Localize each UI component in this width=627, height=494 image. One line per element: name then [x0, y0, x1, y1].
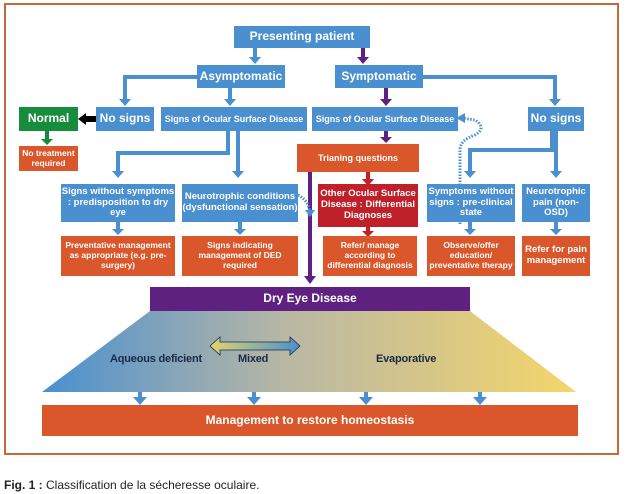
caption-text: Classification de la sécheresse oculaire… — [46, 478, 260, 492]
node-management-homeostasis: Management to restore homeostasis — [42, 405, 578, 436]
figure-caption: Fig. 1 : Classification de la sécheresse… — [4, 478, 259, 492]
node-other-osd: Other Ocular Surface Disease : Different… — [318, 184, 418, 227]
caption-prefix: Fig. 1 : — [4, 478, 43, 492]
node-asym-signs-osd: Signs of Ocular Surface Disease — [161, 107, 307, 131]
connector-signs-predisposition — [116, 131, 230, 172]
double-arrow-icon — [209, 336, 301, 356]
node-symptomatic: Symptomatic — [335, 65, 423, 88]
node-asymptomatic: Asymptomatic — [197, 65, 285, 88]
connector-nosigns-symptoms — [468, 131, 554, 172]
label-aqueous-deficient: Aqueous deficient — [110, 353, 202, 365]
dotted-feedback-left — [297, 193, 312, 213]
node-signs-without-symptoms: Signs without symptoms : predisposition … — [61, 184, 175, 222]
node-preventative-management: Preventative management as appropriate (… — [61, 236, 175, 276]
node-signs-indicating-management: Signs indicating management of DED requi… — [182, 236, 298, 276]
node-observe-offer: Observe/offer education/ preventative th… — [427, 236, 515, 276]
node-normal: Normal — [19, 107, 78, 131]
node-sym-signs-osd: Signs of Ocular Surface Disease — [312, 107, 458, 131]
node-neurotrophic-pain: Neurotrophic pain (non-OSD) — [522, 184, 590, 222]
node-asym-no-signs: No signs — [96, 107, 154, 131]
dry-eye-spectrum — [42, 311, 576, 392]
label-evaporative: Evaporative — [376, 353, 437, 365]
figure-frame — [4, 3, 619, 455]
node-refer-pain: Refer for pain management — [522, 236, 590, 276]
dotted-feedback-right — [458, 116, 483, 224]
node-neurotrophic-conditions: Neurotrophic conditions (dysfunctional s… — [182, 184, 298, 222]
node-presenting-patient: Presenting patient — [234, 26, 370, 48]
node-no-treatment: No treatment required — [19, 146, 78, 171]
connector-asymptomatic-nosigns — [123, 75, 197, 100]
node-refer-manage: Refer/ manage according to differential … — [323, 236, 417, 276]
node-triage-questions: Trianing questions — [297, 144, 419, 172]
node-symptoms-without-signs: Symptoms without signs : pre-clinical st… — [427, 184, 515, 222]
node-sym-no-signs: No signs — [528, 107, 584, 131]
label-mixed: Mixed — [238, 353, 269, 365]
node-dry-eye-disease: Dry Eye Disease — [150, 287, 470, 311]
arrow-left-icon — [78, 113, 96, 125]
connector-symptomatic-nosigns — [422, 75, 557, 100]
